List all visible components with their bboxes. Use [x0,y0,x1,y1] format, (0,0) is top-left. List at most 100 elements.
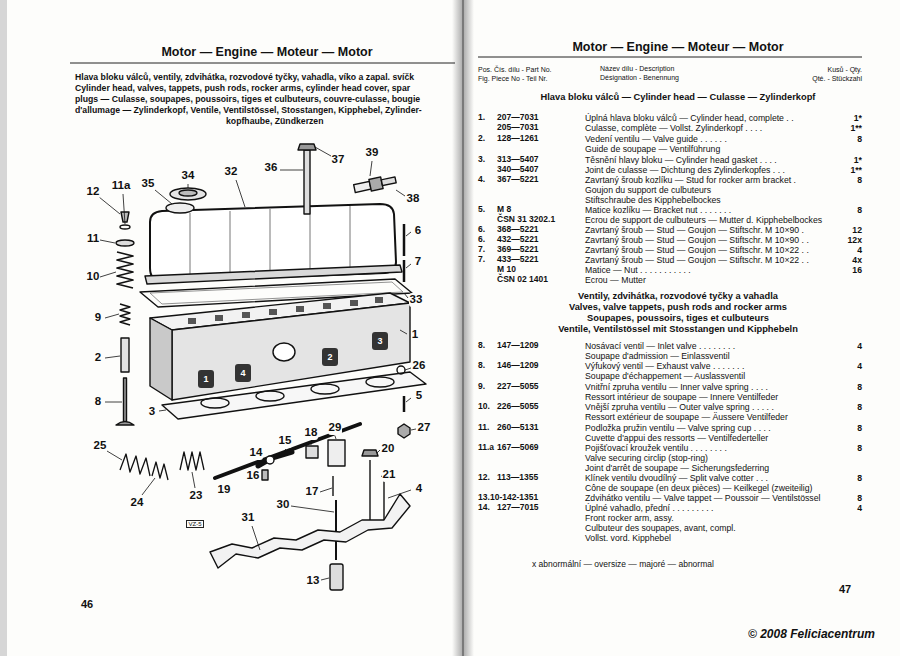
part-description: Ressort extérieur de soupape — Äussere V… [585,412,788,422]
drawing-stroke [107,451,122,460]
drawing-stroke [335,500,337,560]
drawing-stroke [372,332,388,350]
drawing-stroke [375,297,383,303]
quantity: 8 [857,423,862,433]
part-description: Vedení ventilu — Valve guide . . . . . . [585,134,727,144]
part-number: 147—1209 [497,341,539,351]
callout-number: 31 [241,511,256,524]
position-number: 11. [478,423,489,433]
drawing-group [116,144,426,590]
drawing-stroke [330,564,343,590]
drawing-stroke [354,181,371,192]
drawing-stroke [162,372,426,419]
cylinder-number: 3 [377,336,382,346]
part-description: Goujon du support de culbuteurs [585,185,711,195]
part-number: 207—7031 [497,113,539,123]
part-description: Matice — Nut . . . . . . . . . . . [585,265,691,275]
drawing-stroke [404,293,408,298]
callout-number: 6 [414,224,422,237]
drawing-stroke [124,378,127,422]
drawing-stroke [152,462,168,480]
drawing-stroke [159,410,166,411]
drawing-stroke [406,398,411,402]
part-number: M 10 [497,265,516,275]
callout-number: 26 [412,359,427,372]
drawing-stroke [381,177,396,186]
part-description: Joint d'arrêt de soupape — Sicherungsfed… [585,463,769,473]
drawing-stroke [105,402,122,403]
drawing-stroke [188,184,189,188]
drawing-stroke [192,472,195,488]
part-description: Zdvihátko ventilu — Valve tappet — Pouss… [585,493,820,503]
intro-text: Hlava bloku válců, ventily, zdvihátka, r… [75,72,414,82]
part-number: 369—5221 [497,245,539,255]
drawing-stroke [462,0,464,656]
position-number: 5. [478,205,485,215]
quantity: 1* [854,113,862,123]
cylinder-number: 1 [203,374,208,384]
drawing-stroke [320,488,332,492]
drawing-stroke [397,366,405,374]
part-number: ČSN 02 1401 [497,275,548,285]
position-number: 6. [478,235,485,245]
watermark: © 2008 Feliciacentrum [748,628,875,642]
drawing-stroke [403,224,406,256]
intro-text: Cylinder head, valves, tappets, push rod… [75,83,410,93]
drawing-stroke [188,318,196,324]
part-number: 205—7031 [497,123,539,133]
drawing-stroke [269,309,277,315]
callout-number: 35 [141,177,156,190]
drawing-stroke [116,422,134,426]
callout-number: 1 [411,328,419,341]
callout-number: 12 [86,185,101,198]
part-description: Culbuteur des soupapes, avant, compl. [585,523,736,533]
callout-number: 36 [264,161,279,174]
callout-number: 3 [148,405,156,418]
drawing-stroke [478,57,862,58]
drawing-stroke [190,206,350,277]
position-number: 7. [478,255,485,265]
part-description: Zavrtaný šroub — Stud — Goujon — Stiftsc… [585,255,809,265]
drawing-stroke [403,396,406,412]
callout-number: 30 [276,498,291,511]
section-heading: Valves, valve tappets, push rods and roc… [569,302,787,313]
drawing-stroke [120,304,130,325]
drawing-stroke [235,364,251,382]
drawing-stroke [266,456,274,464]
intro-text: plugs — Culasse, soupapes, poussoirs, ti… [75,94,420,104]
quantity: 12x [848,235,863,245]
part-description: Soupape d'échappement — Auslassventil [585,371,745,381]
part-number: 146—1209 [497,361,539,371]
drawing-stroke [396,190,405,196]
page-number: 46 [81,598,93,611]
part-number: 113—1355 [497,473,538,483]
callout-number: 9 [94,311,102,324]
callout-number: 13 [306,574,321,587]
drawing-stroke [210,494,410,568]
drawing-group [99,147,416,580]
callout-number: 16 [246,469,261,482]
part-description: Vnitřní zpruha ventilu — Inner valve spr… [585,382,768,392]
callout-number: 8 [94,395,102,408]
quantity: 4x [852,255,862,265]
part-description: Úplná hlava bloku válců — Cylinder head,… [585,113,794,123]
quantity: 16 [852,265,862,275]
drawing-stroke [370,161,372,176]
drawing-stroke [306,446,318,458]
callout-number: 20 [381,442,396,455]
part-description: Stiftschraube des Kipphebelbockes [585,195,721,205]
column-header: Fig. Piece No - Teil Nr. [478,75,548,83]
position-number: 11.a [478,443,494,453]
quantity: 8 [857,493,862,503]
page-number: 47 [839,583,851,596]
drawing-stroke [406,264,411,268]
drawing-stroke [322,348,338,366]
part-description: Matice kozlíku — Bracket nut . . . . . .… [585,205,731,215]
part-description: Podložka pružin ventilu — Valve spring c… [585,423,771,433]
callout-number: 21 [382,468,397,481]
section-heading: Hlava bloku válců — Cylinder head — Cula… [541,92,816,103]
callout-number: 29 [328,421,343,434]
drawing-stroke [105,356,120,358]
quantity: 8 [857,175,862,185]
part-number: 127—7015 [497,503,539,513]
